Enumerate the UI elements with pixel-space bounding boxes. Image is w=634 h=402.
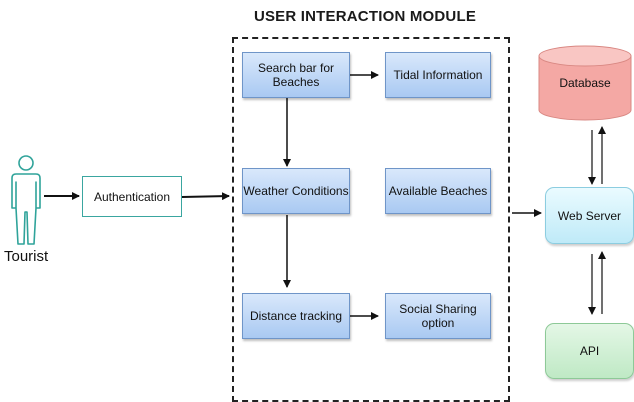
authentication-label: Authentication bbox=[93, 189, 171, 204]
available-beaches-label: Available Beaches bbox=[388, 184, 488, 198]
social-sharing-box: Social Sharing option bbox=[385, 293, 491, 339]
weather-conditions-box: Weather Conditions bbox=[242, 168, 350, 214]
tidal-information-label: Tidal Information bbox=[393, 68, 483, 82]
social-sharing-label: Social Sharing option bbox=[399, 302, 477, 330]
distance-tracking-box: Distance tracking bbox=[242, 293, 350, 339]
authentication-box: Authentication bbox=[82, 176, 182, 217]
database-icon bbox=[538, 45, 632, 121]
api-label: API bbox=[579, 344, 600, 358]
distance-tracking-label: Distance tracking bbox=[249, 309, 343, 323]
web-server-box: Web Server bbox=[545, 187, 634, 244]
api-box: API bbox=[545, 323, 634, 379]
available-beaches-box: Available Beaches bbox=[385, 168, 491, 214]
arrow-auth-module bbox=[181, 192, 230, 201]
weather-conditions-label: Weather Conditions bbox=[243, 184, 349, 198]
search-bar-label: Search bar for Beaches bbox=[257, 61, 335, 89]
database-label: Database bbox=[559, 76, 611, 90]
web-server-label: Web Server bbox=[557, 208, 622, 223]
module-title: USER INTERACTION MODULE bbox=[253, 8, 477, 25]
person-icon bbox=[11, 155, 41, 245]
tidal-information-box: Tidal Information bbox=[385, 52, 491, 98]
search-bar-box: Search bar for Beaches bbox=[242, 52, 350, 98]
tourist-label: Tourist bbox=[4, 248, 49, 265]
